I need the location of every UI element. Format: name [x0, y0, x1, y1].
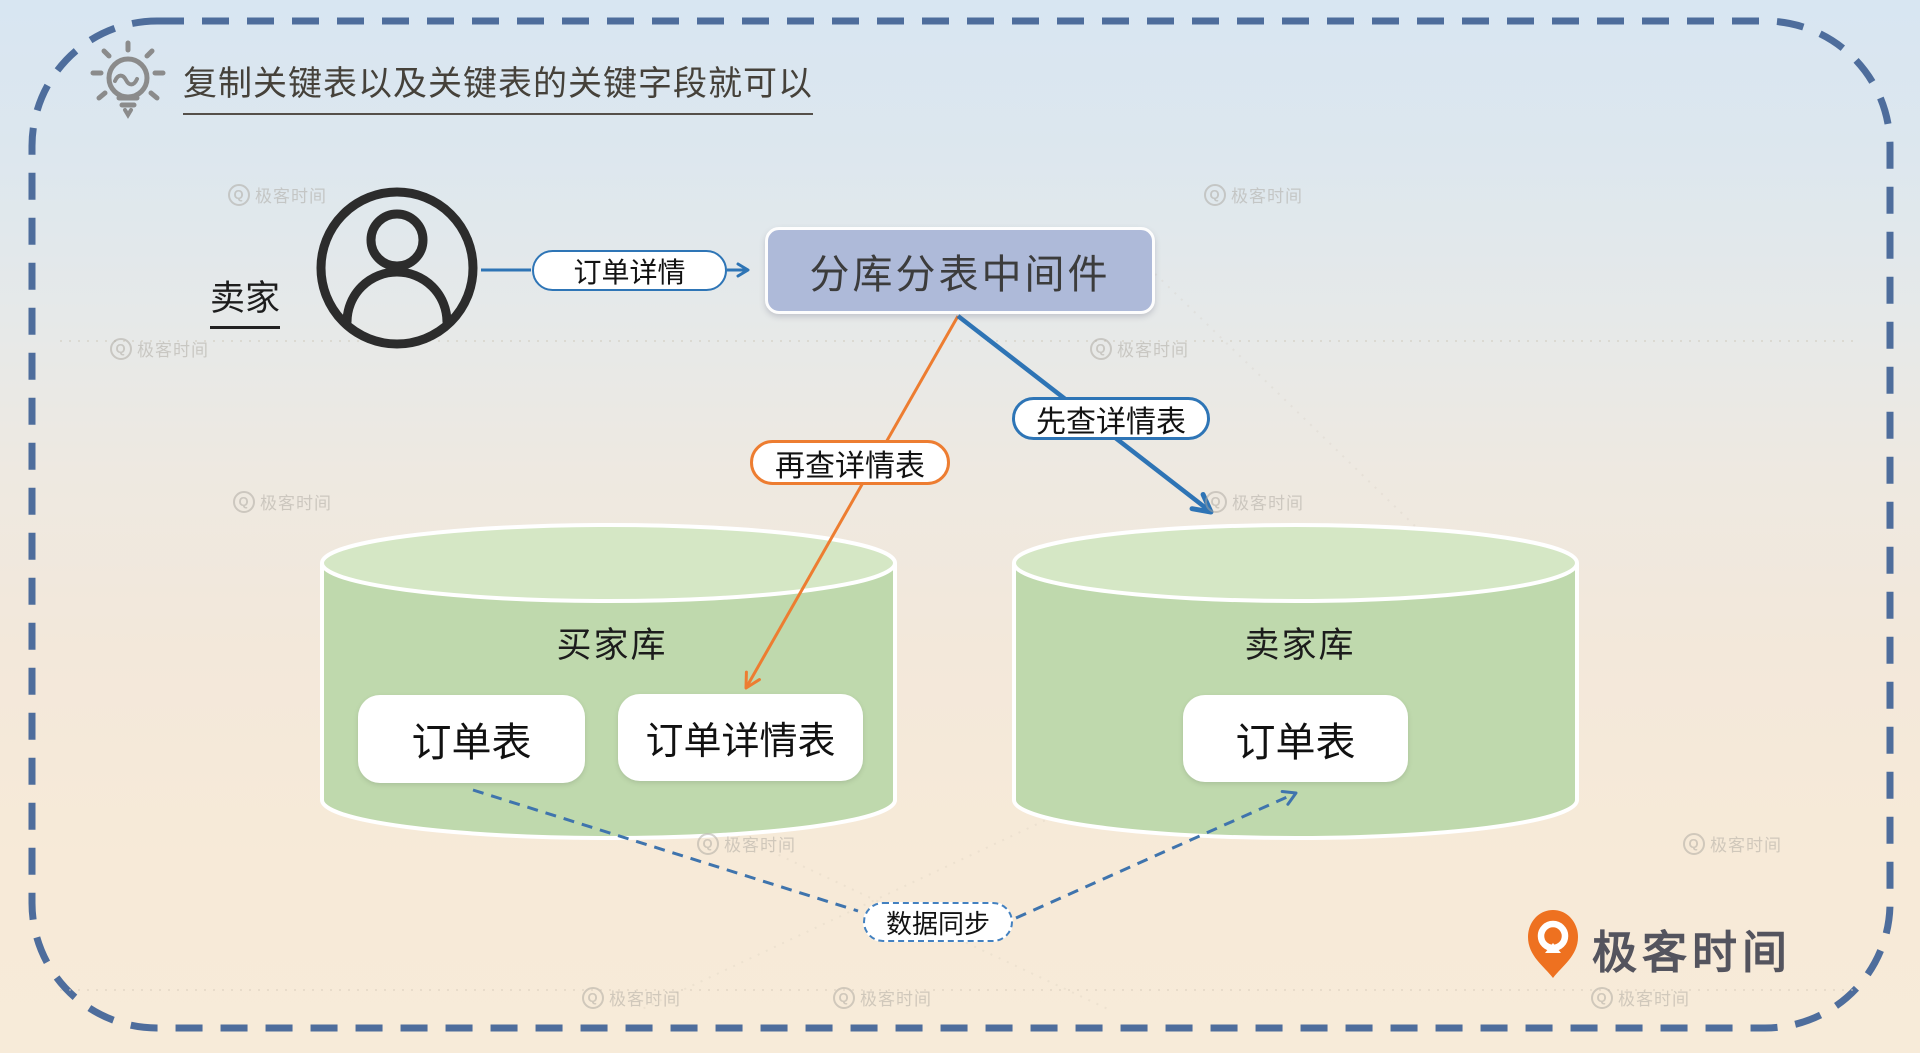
first-query-pill: 先查详情表 [1012, 397, 1210, 440]
watermark-text: 极客时间 [609, 990, 681, 1009]
buyer-order-detail-table: 订单详情表 [618, 694, 863, 781]
seller-label: 卖家 [210, 270, 281, 329]
seller-order-table-label: 订单表 [1235, 720, 1356, 765]
watermark-text: 极客时间 [1232, 494, 1304, 513]
first-query-label: 先查详情表 [1036, 405, 1186, 439]
geektime-watermark-icon: Q [697, 832, 719, 855]
watermark: Q 极客时间 [110, 336, 209, 361]
sync-pill-label: 数据同步 [885, 908, 990, 939]
buyer-db-label: 买家库 [556, 626, 668, 665]
outer-dashed-border [28, 17, 1894, 1032]
watermark: Q 极客时间 [697, 831, 796, 856]
lightbulb-icon [90, 40, 166, 119]
watermark: Q 极客时间 [582, 985, 681, 1010]
geektime-watermark-icon: Q [1591, 986, 1613, 1009]
watermark-text: 极客时间 [860, 990, 932, 1009]
middleware-node: 分库分表中间件 [765, 227, 1155, 314]
second-query-label: 再查详情表 [775, 449, 925, 483]
seller-order-table: 订单表 [1183, 695, 1408, 782]
watermark: Q 极客时间 [228, 182, 327, 207]
buyer-order-table-label: 订单表 [411, 721, 532, 765]
request-pill-label: 订单详情 [573, 256, 686, 288]
geektime-watermark-icon: Q [1090, 337, 1112, 360]
watermark: Q 极客时间 [1591, 985, 1690, 1010]
watermark-text: 极客时间 [260, 494, 332, 513]
geektime-logo-text: 极客时间 [1592, 927, 1793, 978]
page-title: 复制关键表以及关键表的关键字段就可以 [183, 56, 813, 115]
seller-db-label: 卖家库 [1244, 626, 1356, 665]
geektime-watermark-icon: Q [228, 183, 250, 206]
sync-dashed-arrow-right [1015, 789, 1298, 920]
watermark: Q 极客时间 [1204, 182, 1303, 207]
geektime-watermark-icon: Q [1204, 183, 1226, 206]
middleware-label: 分库分表中间件 [809, 252, 1111, 297]
seller-person-icon [316, 187, 478, 349]
geektime-watermark-icon: Q [233, 490, 255, 513]
geektime-watermark-icon: Q [1205, 490, 1227, 513]
watermark-text: 极客时间 [724, 836, 796, 855]
geektime-watermark-icon: Q [582, 986, 604, 1009]
second-query-arrow [744, 315, 960, 690]
watermark-text: 极客时间 [1710, 836, 1782, 855]
buyer-order-table: 订单表 [358, 695, 585, 783]
watermark: Q 极客时间 [1205, 489, 1304, 514]
geektime-logo-icon [1528, 910, 1578, 978]
watermark-text: 极客时间 [1618, 990, 1690, 1009]
background-dotted-guides [60, 229, 1860, 1011]
watermark-text: 极客时间 [1231, 187, 1303, 206]
watermark: Q 极客时间 [1683, 831, 1782, 856]
watermark-text: 极客时间 [137, 341, 209, 360]
watermark-text: 极客时间 [255, 187, 327, 206]
request-pill: 订单详情 [532, 250, 727, 291]
seller-db-cylinder [1012, 523, 1579, 840]
geektime-watermark-icon: Q [110, 337, 132, 360]
watermark: Q 极客时间 [233, 489, 332, 514]
second-query-pill: 再查详情表 [750, 440, 950, 485]
buyer-db-cylinder [320, 523, 897, 840]
buyer-order-detail-table-label: 订单详情表 [645, 721, 836, 763]
geektime-watermark-icon: Q [1683, 832, 1705, 855]
sync-dashed-line-left [472, 788, 859, 913]
watermark: Q 极客时间 [833, 985, 932, 1010]
watermark: Q 极客时间 [1090, 336, 1189, 361]
sync-pill: 数据同步 [863, 902, 1013, 942]
geektime-watermark-icon: Q [833, 986, 855, 1009]
watermark-text: 极客时间 [1117, 341, 1189, 360]
